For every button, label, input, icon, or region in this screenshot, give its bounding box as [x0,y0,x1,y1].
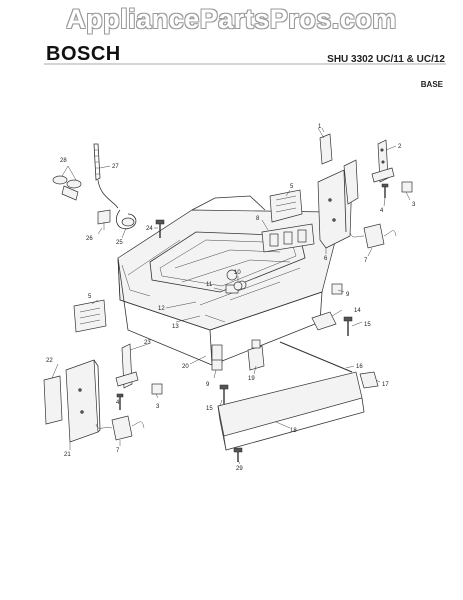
callout-3b: 3 [156,404,160,410]
callout-2: 2 [398,144,402,150]
callout-4: 4 [380,208,384,214]
callout-22: 22 [46,358,53,364]
part-27-hose [93,143,119,209]
part-10-fitting [233,281,243,291]
part-3-clip-left [151,383,163,395]
part-7-switch [349,223,397,249]
callout-6: 6 [324,256,328,262]
callout-numbers: 1 2 3 4 5 6 7 8 9 10 11 12 13 14 15 16 1… [46,124,416,472]
part-25-hose [116,209,137,230]
part-4-screw [381,183,389,198]
part-4-screw-left [116,393,124,410]
part-15-screw-right [343,316,353,336]
part-8-rail [261,223,315,253]
callout-3: 3 [412,202,416,208]
part-15-screw-left [219,384,229,404]
callout-1: 1 [318,124,322,130]
part-5-hinge-left [73,299,107,333]
part-5-hinge-top [269,189,303,223]
part-17-cap [359,371,379,389]
part-14-float [311,311,337,331]
callout-14: 14 [354,308,361,314]
callout-15: 15 [364,322,371,328]
part-18-toe-kick [217,371,365,451]
callout-5b: 5 [88,294,92,300]
part-6-frame [317,159,359,249]
section-title: BASE [420,80,443,89]
brand-logo: BOSCH [46,43,121,65]
callout-16: 16 [356,364,363,370]
part-16-rod [279,341,353,373]
part-9-clip-right [331,283,343,295]
callout-11: 11 [206,282,213,288]
callout-5: 5 [290,184,294,190]
part-9-clip-left [211,359,223,371]
watermark-text: AppliancePartsPros.com [66,4,397,34]
callout-15b: 15 [206,406,213,412]
callout-leaders [51,127,411,465]
part-29-screw [233,447,243,462]
callout-7b: 7 [116,448,120,454]
part-24-screw [155,219,165,238]
callout-19: 19 [248,376,255,382]
part-3-clip [401,181,413,193]
part-26-clip [97,209,111,230]
part-2-bracket [371,139,395,183]
callout-26: 26 [86,236,93,242]
part-23-hinge [115,343,139,389]
callout-13: 13 [172,324,179,330]
part-19-bracket [247,339,265,371]
callout-18: 18 [290,428,297,434]
base-tub [117,195,339,366]
callout-9: 9 [346,292,350,298]
part-1-bracket [317,127,333,165]
callout-29: 29 [236,466,243,472]
part-21-frame [65,359,101,443]
model-number: SHU 3302 UC/11 & UC/12 [327,54,445,65]
callout-21: 21 [64,452,71,458]
callout-28: 28 [60,158,67,164]
callout-12: 12 [158,306,165,312]
callout-24: 24 [146,226,153,232]
callout-20: 20 [182,364,189,370]
callout-17: 17 [382,382,389,388]
callout-25: 25 [116,240,123,246]
part-28-clamps [52,175,82,201]
callout-7: 7 [364,258,368,264]
part-7-switch-left [95,415,145,441]
callout-4b: 4 [116,400,120,406]
part-22-cover [43,375,63,425]
callout-23: 23 [144,340,151,346]
callout-10: 10 [234,270,241,276]
callout-8: 8 [256,216,260,222]
callout-9b: 9 [206,382,210,388]
callout-27: 27 [112,164,119,170]
